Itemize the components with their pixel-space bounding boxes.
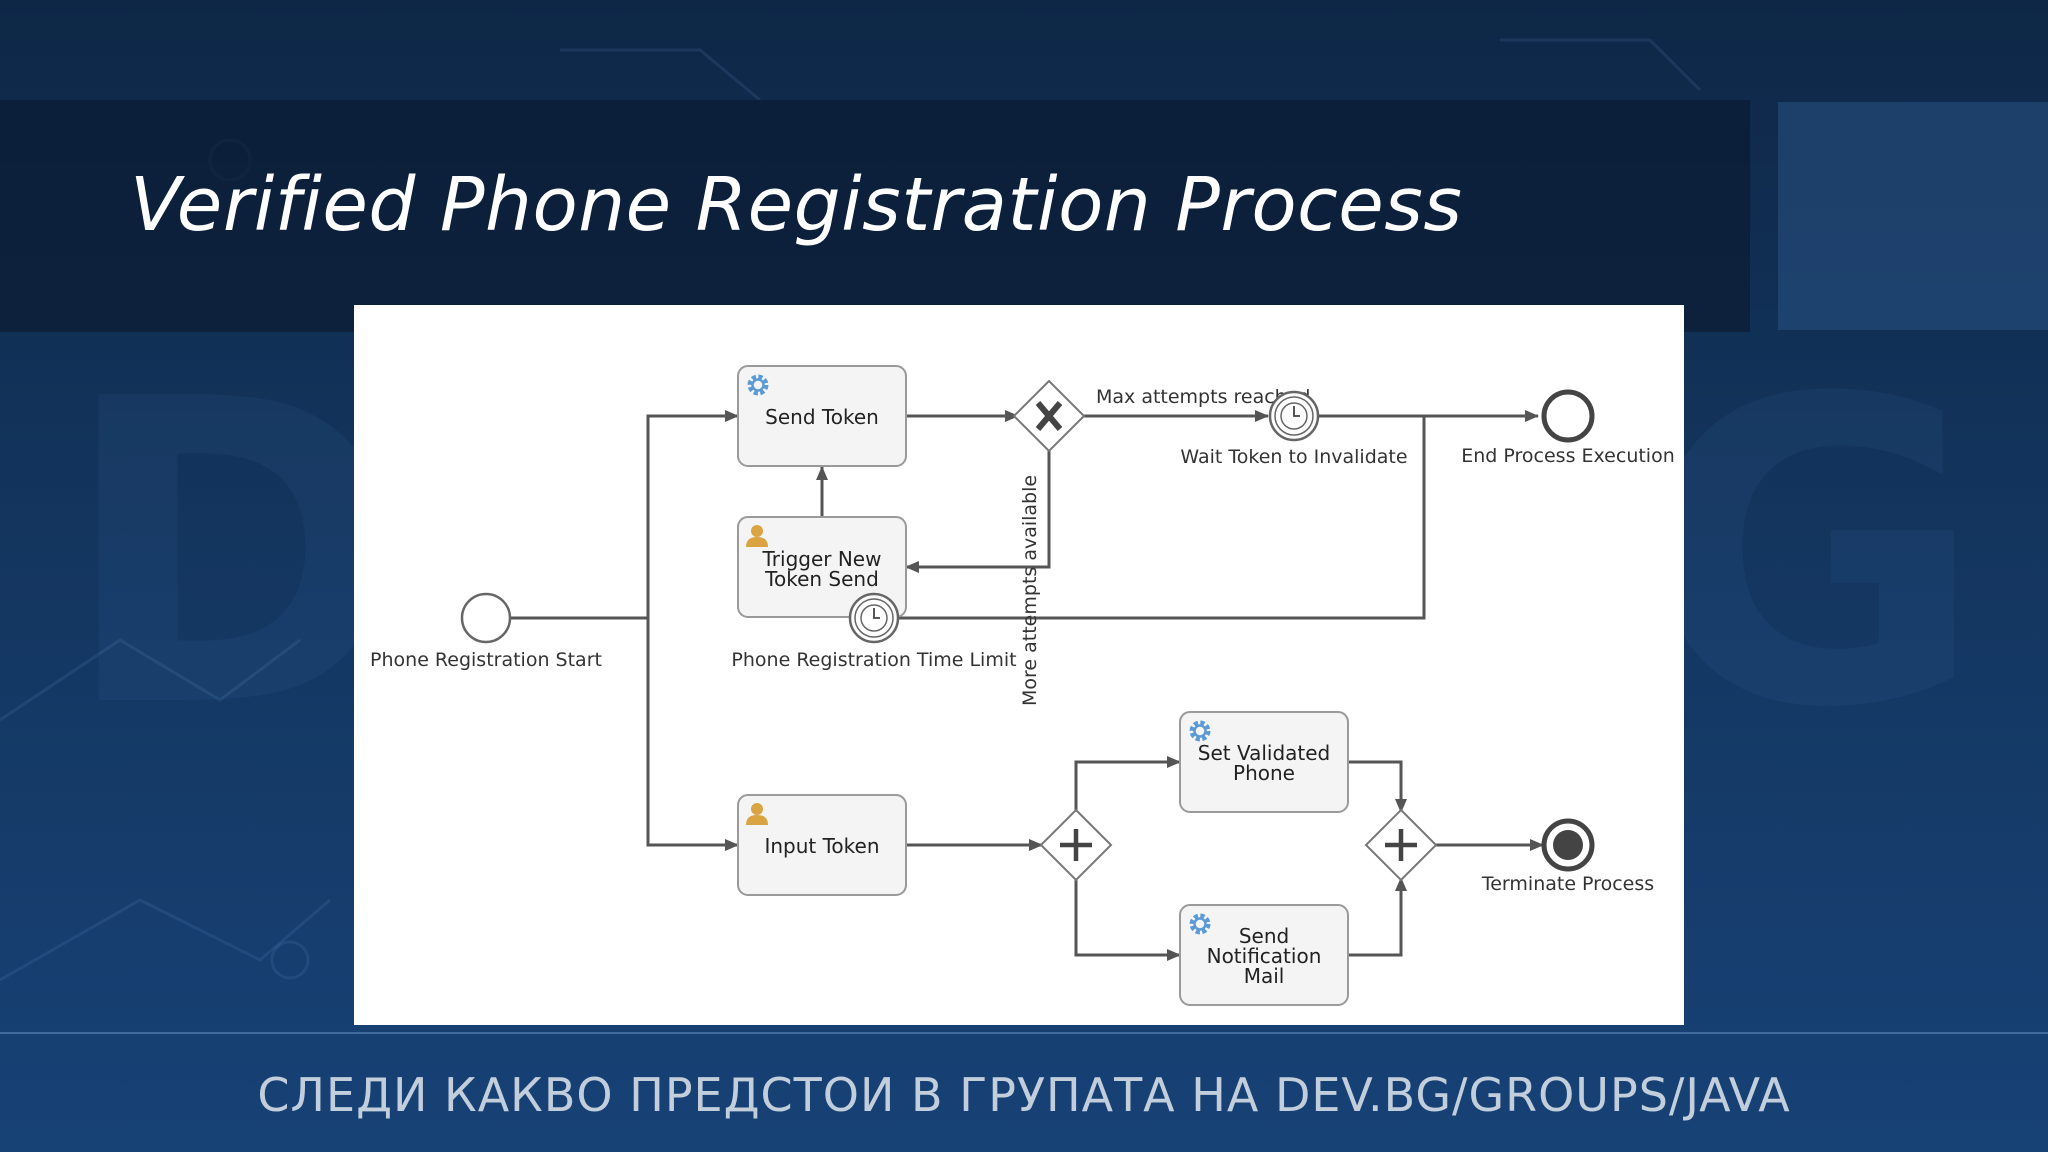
end-event: [1541, 389, 1595, 443]
start-event: [460, 592, 512, 644]
exclusive-gateway: [1012, 379, 1086, 453]
terminate-label: Terminate Process: [1481, 873, 1654, 895]
parallel-gateway-split: [1039, 808, 1113, 882]
task-label-line-1: Send: [1239, 924, 1289, 948]
task-label-line-1: Set Validated: [1198, 741, 1331, 765]
task-label-line-2: Phone: [1233, 761, 1295, 785]
timer-label: Phone Registration Time Limit: [731, 649, 1016, 671]
slide-title: Verified Phone Registration Process: [130, 162, 1463, 248]
task-label-line-1: Trigger New: [762, 547, 882, 571]
plus-gateway-icon: [1060, 829, 1092, 861]
task-label-line-2: Notification: [1207, 944, 1322, 968]
task-label: Send Token: [765, 405, 879, 429]
task-send-notification-mail[interactable]: Send Notification Mail: [1179, 904, 1349, 1006]
bpmn-diagram: Max attempts reached More attempts avail…: [354, 305, 1684, 1025]
task-send-token[interactable]: Send Token: [737, 365, 907, 467]
task-set-validated-phone[interactable]: Set Validated Phone: [1179, 711, 1349, 813]
footer-text: СЛЕДИ КАКВО ПРЕДСТОИ В ГРУПАТА НА DEV.BG…: [257, 1068, 1791, 1122]
task-label: Input Token: [764, 834, 879, 858]
timer-boundary-event: [848, 592, 900, 644]
wait-timer-label: Wait Token to Invalidate: [1180, 446, 1407, 468]
start-event-label: Phone Registration Start: [370, 649, 602, 671]
x-gateway-icon: [1035, 401, 1063, 431]
plus-gateway-icon: [1385, 829, 1417, 861]
sequence-flows: [510, 410, 1544, 961]
svg-text:D: D: [60, 311, 409, 800]
flow-label-max-attempts: Max attempts reached: [1096, 386, 1310, 408]
task-label-line-3: Mail: [1244, 964, 1285, 988]
task-trigger-new-token-send[interactable]: Trigger New Token Send: [737, 516, 907, 618]
clock-icon: [1280, 402, 1308, 430]
end-event-label: End Process Execution: [1461, 445, 1675, 467]
footer-divider: [0, 1032, 2048, 1034]
terminate-end-event: [1541, 818, 1595, 872]
wait-timer-event: [1268, 390, 1320, 442]
parallel-gateway-join: [1364, 808, 1438, 882]
flow-label-more-attempts: More attempts available: [1019, 475, 1041, 706]
clock-icon: [860, 604, 888, 632]
svg-text:G: G: [1640, 311, 1985, 800]
task-input-token[interactable]: Input Token: [737, 794, 907, 896]
task-label-line-2: Token Send: [764, 567, 879, 591]
decorative-block: [1778, 102, 2048, 330]
title-band: [0, 100, 1750, 332]
